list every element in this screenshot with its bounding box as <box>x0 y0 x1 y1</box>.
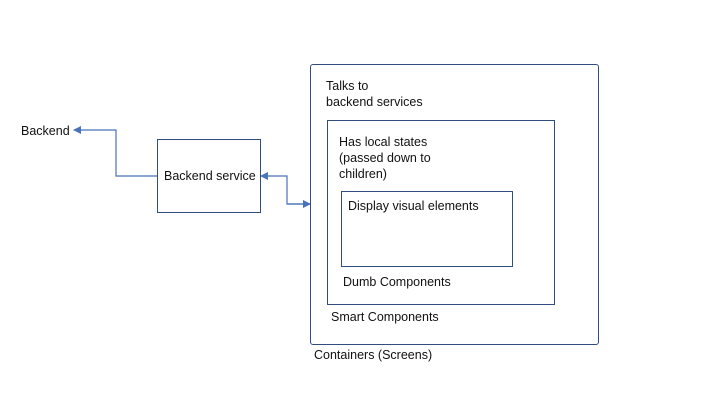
connector-backend-service-to-backend <box>73 126 157 177</box>
backend-service-label: Backend service <box>164 169 256 183</box>
backend-label: Backend <box>21 124 70 138</box>
smart-components-box <box>327 120 555 305</box>
dumb-components-description: Display visual elements <box>348 199 479 213</box>
smart-components-description: Has local states (passed down to childre… <box>339 135 431 181</box>
containers-box <box>310 64 599 345</box>
dumb-components-label: Dumb Components <box>343 275 451 289</box>
smart-components-label: Smart Components <box>331 310 439 324</box>
backend-service-box: Backend service <box>157 139 261 213</box>
containers-description: Talks to backend services <box>326 79 423 109</box>
dumb-components-box <box>341 191 513 267</box>
containers-label: Containers (Screens) <box>314 348 433 362</box>
connector-service-to-containers <box>260 172 310 205</box>
